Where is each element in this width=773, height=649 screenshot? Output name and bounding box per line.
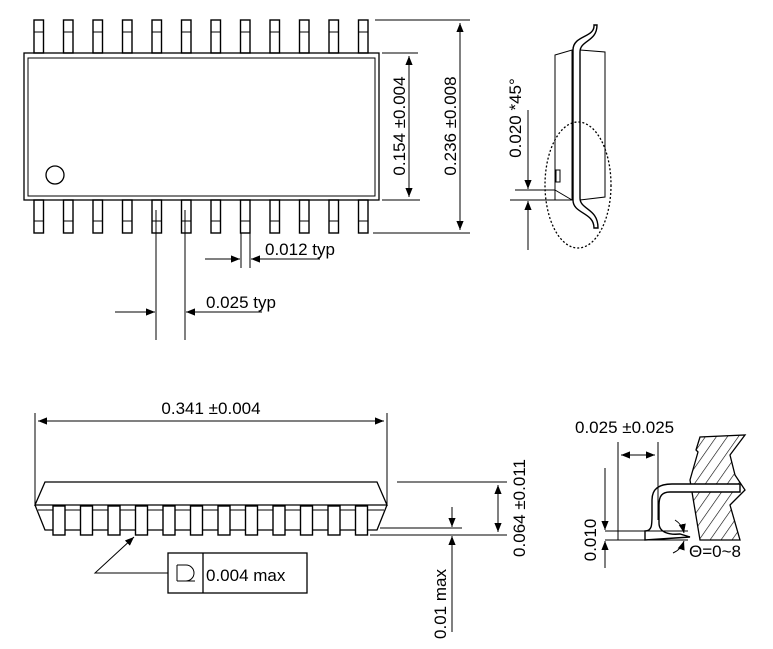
bottom-lead [328, 199, 340, 234]
top-lead [62, 19, 74, 54]
top-lead [298, 19, 310, 54]
pitch-label: 0.025 typ [206, 293, 276, 312]
top-lead [357, 19, 369, 54]
pin1-marker-icon [45, 165, 65, 185]
side-lead [52, 505, 66, 536]
bottom-lead [180, 199, 192, 234]
foot-length-label: 0.025 ±0.025 [575, 418, 674, 437]
side-lead [299, 505, 314, 536]
side-lead [79, 505, 94, 536]
side-lead [272, 505, 286, 536]
top-lead [180, 19, 192, 54]
side-lead [189, 505, 204, 536]
detail-callout-ellipse [544, 121, 612, 249]
top-lead [151, 19, 163, 54]
side-view-leads [52, 505, 369, 536]
bottom-lead [210, 199, 222, 234]
chamfer-label: 0.020 *45° [506, 78, 525, 158]
length-label: 0.341 ±0.004 [161, 399, 260, 418]
side-view [34, 481, 388, 536]
bottom-lead [92, 199, 104, 234]
bottom-lead [33, 199, 45, 234]
pitch-dimension: 0.025 typ [115, 210, 276, 340]
top-lead [121, 19, 133, 54]
bottom-lead [151, 199, 163, 234]
side-lead [327, 505, 341, 536]
lead-angle-label: Θ=0~8 [689, 542, 741, 561]
top-view-leads [33, 19, 369, 234]
coplanarity-symbol-icon [176, 564, 195, 582]
lead-detail: 0.025 ±0.025 0.010 Θ=0~8 [575, 418, 747, 568]
side-lead [217, 505, 231, 536]
overall-width-dimension: 0.236 ±0.008 [373, 19, 470, 234]
lead-width-dimension: 0.012 typ [205, 233, 335, 268]
top-lead [33, 19, 45, 54]
coplanarity-callout: 0.004 max [93, 536, 308, 594]
height-dimension: 0.064 ±0.011 [370, 459, 529, 557]
bottom-lead [239, 199, 251, 234]
side-lead [134, 505, 149, 536]
body-width-dimension: 0.154 ±0.004 [382, 52, 420, 201]
body-width-label: 0.154 ±0.004 [390, 76, 409, 175]
side-lead [244, 505, 259, 536]
coplanarity-value: 0.004 max [206, 566, 286, 585]
top-lead [328, 19, 340, 54]
top-lead [269, 19, 281, 54]
top-lead [239, 19, 251, 54]
bottom-lead [62, 199, 74, 234]
lead-thickness-label: 0.010 [581, 519, 600, 562]
side-lead [162, 505, 176, 536]
side-lead [107, 505, 121, 536]
top-lead [92, 19, 104, 54]
end-view: 0.020 *45° [506, 24, 612, 250]
top-view-body [23, 52, 380, 201]
bottom-lead [121, 199, 133, 234]
length-dimension: 0.341 ±0.004 [34, 399, 388, 505]
bottom-lead [269, 199, 281, 234]
height-label: 0.064 ±0.011 [510, 459, 529, 557]
lead-width-label: 0.012 typ [265, 240, 335, 259]
side-lead [354, 505, 369, 536]
overall-width-label: 0.236 ±0.008 [441, 76, 460, 175]
standoff-dimension: 0.01 max [380, 507, 462, 639]
standoff-label: 0.01 max [431, 569, 450, 639]
bottom-lead [298, 199, 310, 234]
bottom-lead [357, 199, 369, 234]
top-lead [210, 19, 222, 54]
